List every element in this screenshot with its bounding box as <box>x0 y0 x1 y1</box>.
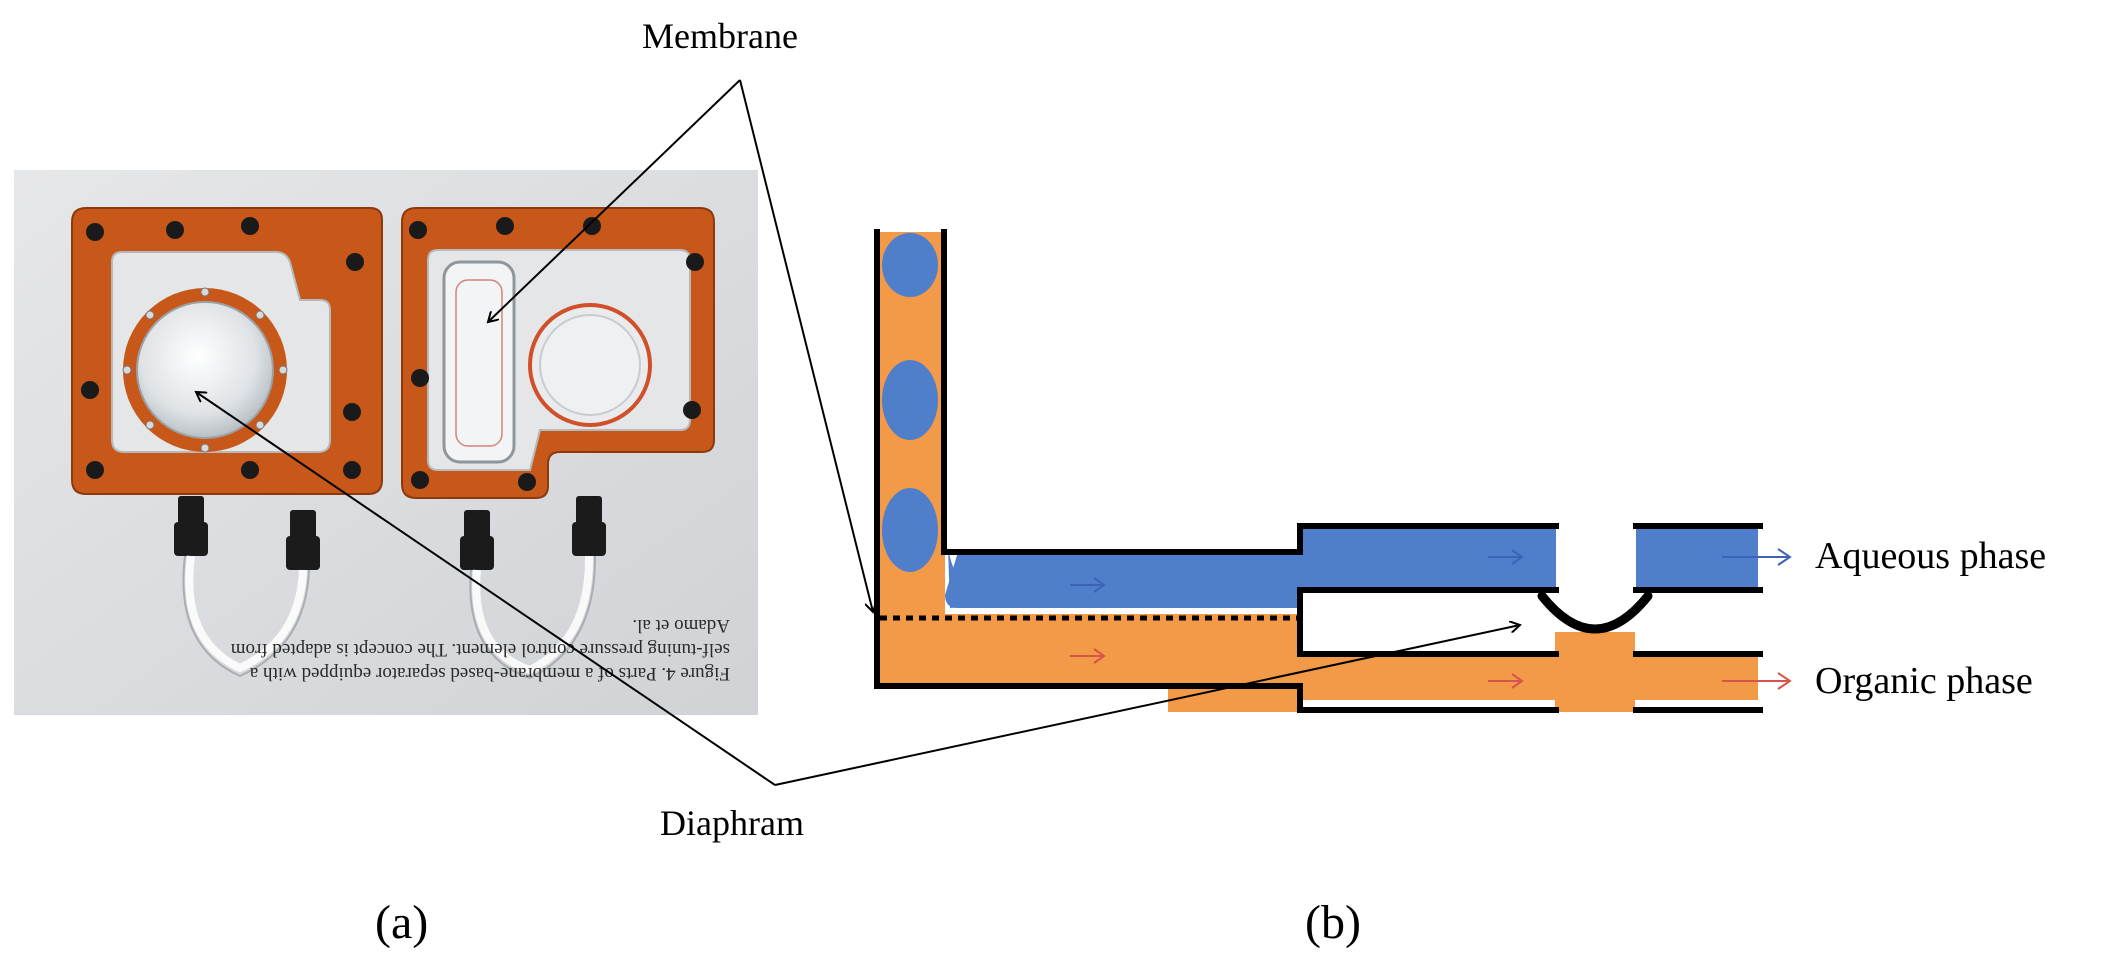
droplet <box>882 360 938 440</box>
separator-photo: Figure 4. Parts of a membrane-based sepa… <box>14 170 758 715</box>
droplet <box>882 488 938 572</box>
aqueous-droplets <box>882 233 990 608</box>
paper-line-2: self-tuning pressure control element. Th… <box>230 639 730 660</box>
separator-schematic: Aqueous phase Organic phase <box>874 229 2046 713</box>
diaphragm-label: Diaphram <box>660 803 804 843</box>
aqueous-flow-arrows <box>1070 548 1792 593</box>
diaphragm-dome <box>136 301 274 439</box>
panel-a-label: (a) <box>375 896 428 949</box>
o-ring-inner <box>539 314 641 416</box>
membrane-callout-schematic <box>739 79 873 612</box>
channel-walls <box>874 229 1763 713</box>
organic-phase-label: Organic phase <box>1815 660 2033 702</box>
tubing <box>185 555 594 675</box>
diaphragm-callout-photo <box>196 392 776 786</box>
wall-bottom-step <box>1297 683 1559 713</box>
tubing-edges <box>182 555 597 680</box>
tube-fittings <box>174 496 606 570</box>
membrane-label: Membrane <box>642 16 798 56</box>
diaphragm-callout-schematic <box>774 625 1520 786</box>
organic-channel-fill <box>875 232 1758 712</box>
organic-flow-arrows <box>1070 648 1792 690</box>
droplet <box>882 233 938 297</box>
aqueous-channel-fill <box>945 528 1758 608</box>
right-plate-holes <box>409 217 704 491</box>
membrane-callout-photo <box>488 79 741 322</box>
callout-lines <box>196 79 1520 786</box>
panel-b-label: (b) <box>1305 896 1361 949</box>
left-plate-holes <box>81 217 364 479</box>
wall-step-top <box>1297 523 1559 555</box>
aqueous-phase-label: Aqueous phase <box>1815 535 2046 577</box>
wall-left-outer <box>874 229 1303 689</box>
paper-line-1: Figure 4. Parts of a membrane-based sepa… <box>249 663 730 684</box>
wall-vertical-inner <box>941 229 1303 555</box>
diaphragm-stem <box>1585 528 1602 590</box>
paper-line-3: Adamo et al. <box>632 615 730 636</box>
background-paper-text: Figure 4. Parts of a membrane-based sepa… <box>230 615 730 684</box>
membrane-element <box>442 260 516 464</box>
membrane-inner-outline <box>455 279 503 447</box>
ring-screws <box>122 287 288 453</box>
droplet <box>948 548 990 608</box>
diaphragm <box>1537 591 1653 634</box>
